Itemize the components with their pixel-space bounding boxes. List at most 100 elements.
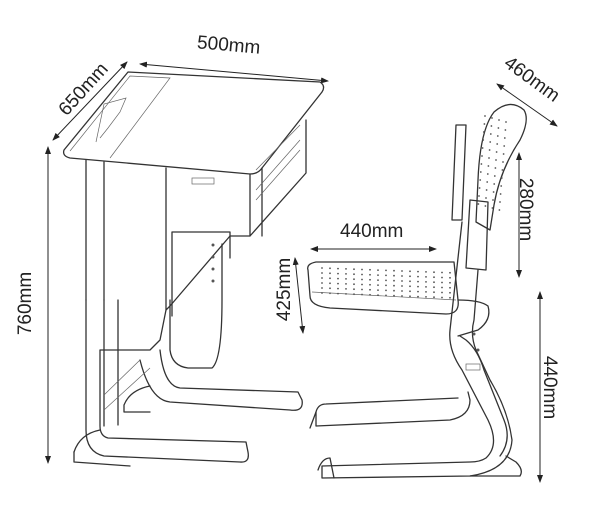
seat-hole [409, 270, 411, 273]
desk-drawing [62, 71, 325, 467]
backrest-hole [500, 185, 503, 187]
seat-hole [385, 269, 387, 272]
seat-hole [401, 290, 403, 292]
seat-hole [425, 296, 427, 298]
seat-hole [393, 274, 395, 277]
seat-hole [345, 293, 347, 295]
seat-depth-arrow [292, 257, 306, 334]
seat-hole [329, 287, 331, 290]
seat-hole [361, 293, 363, 296]
backrest-hole [494, 167, 497, 169]
seat-hole [321, 267, 323, 269]
seat-hole [449, 291, 451, 294]
seat-hole [361, 288, 363, 291]
seat-hole [401, 295, 403, 297]
seat-hole [345, 273, 347, 275]
seat-hole [401, 270, 403, 272]
seat-hole [409, 290, 411, 293]
seat-hole [369, 268, 371, 271]
seat-hole [337, 267, 339, 270]
backrest-hole [478, 195, 480, 197]
seat-hole [393, 294, 395, 297]
backrest-hole [495, 151, 498, 153]
desk-width-arrow [139, 61, 329, 84]
seat-hole [441, 271, 443, 274]
backrest-hole [481, 155, 483, 157]
seat-hole [393, 289, 395, 292]
backrest-hole [479, 171, 482, 173]
seat-hole [321, 292, 323, 294]
seat-hole [409, 280, 411, 283]
seat-hole [441, 291, 443, 294]
seat-hole [425, 291, 427, 293]
backrest-hole [484, 115, 486, 117]
seat-hole [433, 276, 435, 279]
seat-hole [433, 281, 435, 284]
seat-hole [377, 289, 379, 291]
seat-hole [329, 272, 331, 275]
seat-hole [449, 271, 451, 274]
seat-hole [409, 275, 411, 278]
backrest-hole [503, 137, 506, 139]
desk-top [62, 71, 325, 175]
chair-backrest [475, 103, 527, 231]
seat-hole [433, 296, 435, 299]
chair-depth-arrow [496, 83, 558, 127]
chair-frame [321, 221, 513, 479]
seat-hole [353, 268, 355, 271]
seat-depth-label: 425mm [274, 257, 296, 322]
seat-hole [449, 296, 451, 299]
seat-hole [441, 276, 443, 279]
seat-hole [337, 287, 339, 290]
seat-hole [409, 285, 411, 288]
seat-hole [417, 295, 419, 298]
seat-hole [441, 281, 443, 284]
seat-hole [377, 294, 379, 296]
seat-hole [377, 279, 379, 281]
seat-hole [377, 269, 379, 271]
seat-hole [369, 278, 371, 281]
seat-hole [329, 292, 331, 295]
seat-hole [409, 295, 411, 298]
seat-hole [385, 294, 387, 297]
seat-hole [425, 286, 427, 288]
seat-hole [369, 288, 371, 291]
backrest-hole [490, 125, 493, 127]
seat-hole [353, 293, 355, 296]
seat-hole [345, 283, 347, 285]
backrest-hole [496, 135, 499, 137]
seat-hole [361, 273, 363, 276]
seat-hole [321, 277, 323, 279]
backrest-hole [486, 181, 489, 183]
seat-hole [385, 279, 387, 282]
desk-leg-back [139, 349, 303, 411]
backrest-hole [479, 179, 482, 181]
seat-hole [417, 280, 419, 283]
seat-hole [385, 289, 387, 292]
chair-seat [307, 261, 459, 315]
seat-hole [345, 268, 347, 270]
backrest-hole [488, 157, 490, 159]
backrest-hole [498, 209, 501, 211]
backrest-hole [491, 117, 493, 119]
backrest-height-label: 280mm [515, 177, 537, 242]
backrest-hole [502, 161, 504, 163]
seat-hole [393, 279, 395, 282]
backrest-hole [482, 131, 485, 133]
backrest-hole [488, 149, 491, 151]
seat-hole [433, 291, 435, 294]
seat-hole [441, 286, 443, 289]
desk-depth-arrow [52, 61, 128, 141]
seat-hole [321, 287, 323, 289]
seat-hole [385, 284, 387, 287]
seat-hole [329, 277, 331, 280]
chair-drawing [307, 103, 527, 479]
seat-hole [337, 292, 339, 295]
seat-hole [377, 274, 379, 276]
backrest-hole [492, 199, 494, 201]
seat-hole [369, 273, 371, 276]
seat-hole [417, 290, 419, 293]
backrest-hole [498, 119, 500, 121]
seat-hole [321, 272, 323, 274]
desk-width-label: 500mm [196, 32, 262, 59]
